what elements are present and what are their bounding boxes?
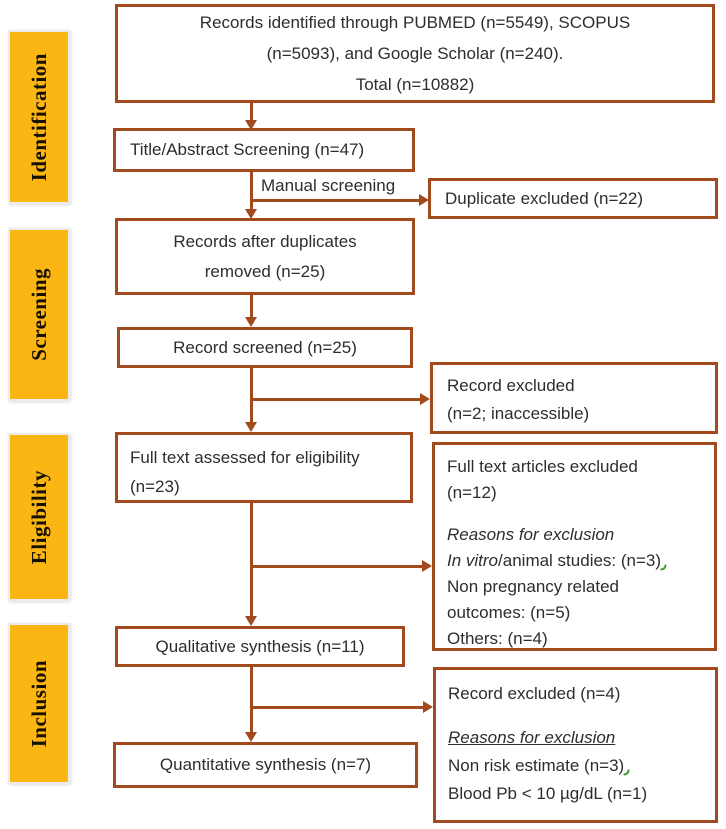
box-line: Total (n=10882) xyxy=(355,75,475,94)
box-line: Record screened (n=25) xyxy=(173,337,357,357)
box-duplicate-excluded: Duplicate excluded (n=22) xyxy=(428,178,718,219)
box-line: Non risk estimate (n=3) xyxy=(448,752,707,780)
stage-label-screening: Screening xyxy=(8,228,70,401)
box-line: Others: (n=4) xyxy=(447,629,548,648)
spellcheck-artifact-icon xyxy=(623,768,631,777)
box-line: Non pregnancy related xyxy=(447,577,620,596)
arrowhead-right-icon xyxy=(419,194,429,206)
arrow-branch-record-excluded-screening xyxy=(250,398,422,401)
arrow-label-manual-screening: Manual screening xyxy=(261,176,396,195)
box-line: Records identified through PUBMED (n=554… xyxy=(199,13,631,32)
spellcheck-artifact-icon xyxy=(660,563,667,572)
stage-label-eligibility-text: Eligibility xyxy=(26,469,51,565)
box-line: Title/Abstract Screening (n=47) xyxy=(130,140,365,159)
blank-line xyxy=(448,708,707,724)
arrowhead-down-icon xyxy=(245,616,257,626)
reason-text: /animal studies: (n=3) xyxy=(498,551,662,570)
arrowhead-down-icon xyxy=(245,317,257,327)
arrowhead-down-icon xyxy=(245,732,257,742)
box-line: (n=5093), and Google Scholar (n=240). xyxy=(266,44,564,63)
arrow-after-duplicates-to-screened xyxy=(250,293,253,320)
stage-label-eligibility: Eligibility xyxy=(8,433,70,601)
box-line: Quantitative synthesis (n=7) xyxy=(159,755,372,774)
box-line: (n=2; inaccessible) xyxy=(447,404,590,423)
reason-text: Non risk estimate (n=3) xyxy=(448,756,625,775)
arrow-branch-duplicate-excluded xyxy=(250,199,421,202)
stage-label-inclusion: Inclusion xyxy=(8,623,70,784)
box-quantitative-synthesis: Quantitative synthesis (n=7) xyxy=(113,742,418,788)
arrow-identified-to-title-abstract xyxy=(250,102,253,122)
box-line: (n=23) xyxy=(130,477,180,496)
box-record-excluded-screening: Record excluded (n=2; inaccessible) xyxy=(430,362,718,434)
box-line: Full text assessed for eligibility xyxy=(130,448,360,467)
arrow-branch-full-text-excluded xyxy=(250,565,424,568)
box-line: Record excluded xyxy=(447,376,575,395)
stage-label-inclusion-text: Inclusion xyxy=(26,659,51,748)
arrow-qualitative-to-quantitative xyxy=(250,666,253,734)
in-vitro-italic: In vitro xyxy=(447,551,499,570)
arrowhead-right-icon xyxy=(420,393,430,405)
reasons-heading: Reasons for exclusion xyxy=(447,525,615,544)
arrowhead-down-icon xyxy=(245,209,257,219)
box-records-after-duplicates: Records after duplicates removed (n=25) xyxy=(115,218,415,295)
box-records-identified: Records identified through PUBMED (n=554… xyxy=(115,4,715,103)
arrow-full-text-to-qualitative xyxy=(250,502,253,618)
arrow-screened-to-full-text xyxy=(250,367,253,424)
box-full-text-excluded: Full text articles excluded (n=12) Reaso… xyxy=(432,442,717,651)
reasons-heading: Reasons for exclusion xyxy=(448,728,616,747)
box-line: removed (n=25) xyxy=(204,261,326,281)
box-line: Duplicate excluded (n=22) xyxy=(445,188,643,208)
box-line: Qualitative synthesis (n=11) xyxy=(155,636,365,656)
box-record-screened: Record screened (n=25) xyxy=(117,327,413,368)
box-line: Record excluded (n=4) xyxy=(448,684,621,703)
box-line: Records after duplicates xyxy=(173,231,357,251)
box-record-excluded-inclusion: Record excluded (n=4) Reasons for exclus… xyxy=(433,667,718,823)
box-line: (n=12) xyxy=(447,483,497,502)
arrowhead-right-icon xyxy=(422,560,432,572)
arrow-title-abstract-to-after-duplicates xyxy=(250,171,253,211)
arrowhead-down-icon xyxy=(245,422,257,432)
box-line: In vitro/animal studies: (n=3) xyxy=(447,548,706,574)
arrow-branch-record-excluded-inclusion xyxy=(250,706,425,709)
blank-line xyxy=(447,506,706,522)
box-title-abstract-screening: Title/Abstract Screening (n=47) xyxy=(113,128,415,172)
arrowhead-right-icon xyxy=(423,701,433,713)
box-line: Blood Pb < 10 µg/dL (n=1) xyxy=(448,784,648,803)
stage-label-screening-text: Screening xyxy=(26,268,51,361)
box-qualitative-synthesis: Qualitative synthesis (n=11) xyxy=(115,626,405,667)
stage-label-identification-text: Identification xyxy=(26,52,51,182)
box-line: outcomes: (n=5) xyxy=(447,603,571,622)
box-full-text-assessed: Full text assessed for eligibility (n=23… xyxy=(115,432,413,503)
box-line: Full text articles excluded xyxy=(447,457,638,476)
arrowhead-down-icon xyxy=(245,120,257,130)
stage-label-identification: Identification xyxy=(8,30,70,204)
